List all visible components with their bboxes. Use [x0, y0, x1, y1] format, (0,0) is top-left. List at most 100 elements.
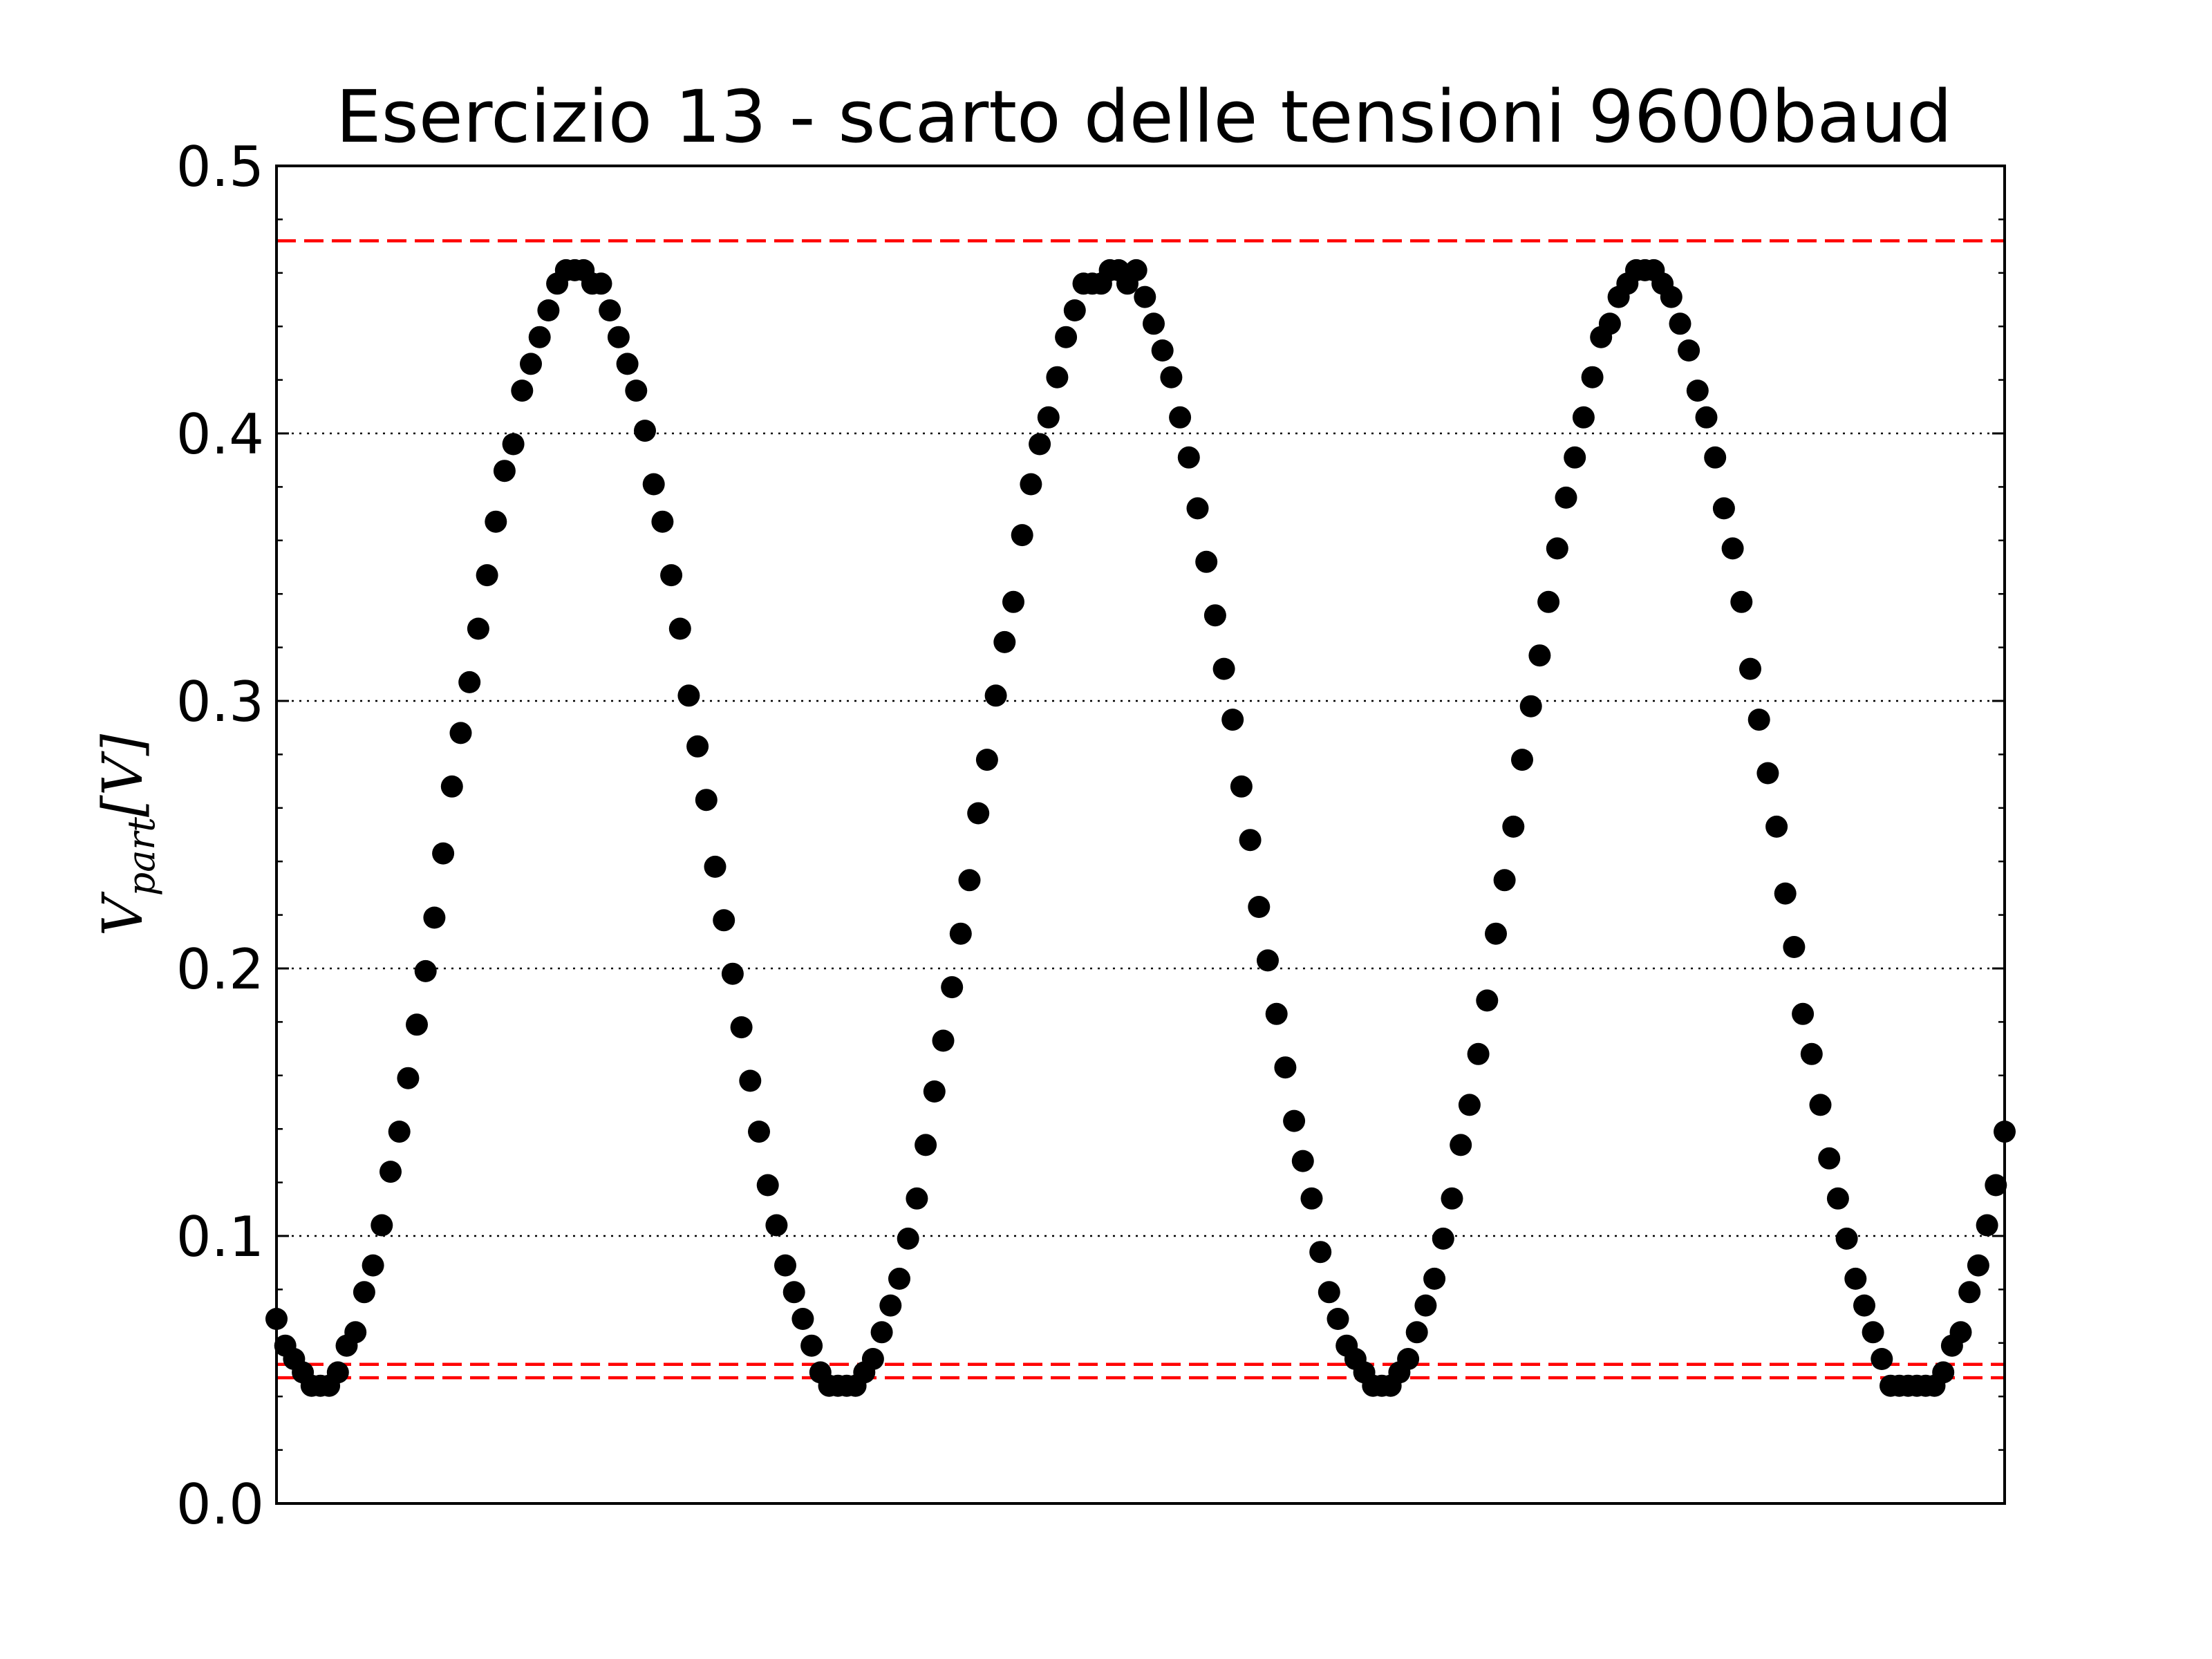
- data-point: [713, 909, 735, 932]
- data-point: [861, 1348, 884, 1370]
- data-point: [1230, 775, 1253, 798]
- data-point: [1177, 446, 1200, 469]
- data-point: [923, 1080, 946, 1103]
- data-point: [1555, 486, 1577, 509]
- data-point: [1318, 1281, 1340, 1304]
- data-point: [984, 684, 1007, 707]
- data-point: [1011, 524, 1033, 547]
- data-point: [765, 1214, 788, 1237]
- data-point: [1546, 537, 1568, 560]
- data-point: [1476, 989, 1499, 1012]
- data-point: [1327, 1308, 1349, 1330]
- data-point: [1485, 922, 1507, 945]
- y-axis-label: Vpart[V]: [91, 733, 163, 936]
- data-point: [1309, 1241, 1332, 1264]
- data-point: [1871, 1348, 1893, 1370]
- data-point: [1063, 299, 1086, 321]
- data-point: [1765, 815, 1788, 838]
- data-point: [1967, 1254, 1989, 1277]
- data-point: [1932, 1361, 1955, 1384]
- data-point: [748, 1121, 770, 1143]
- data-point: [870, 1321, 893, 1344]
- data-point: [1274, 1056, 1297, 1079]
- data-point: [1678, 339, 1700, 362]
- data-point: [1704, 446, 1727, 469]
- y-tick-label: 0.1: [176, 1205, 264, 1269]
- data-point: [590, 272, 612, 295]
- data-point: [1283, 1109, 1306, 1132]
- data-point: [1695, 406, 1718, 429]
- data-point: [1537, 590, 1560, 613]
- data-point: [1528, 644, 1551, 667]
- data-point: [651, 510, 674, 533]
- data-point: [879, 1294, 902, 1317]
- data-point: [1414, 1294, 1437, 1317]
- data-point: [967, 802, 990, 825]
- data-point: [660, 564, 683, 587]
- data-point: [1809, 1094, 1832, 1116]
- data-point: [599, 299, 621, 321]
- data-point: [975, 749, 998, 771]
- data-point: [476, 564, 498, 587]
- data-point: [493, 460, 516, 482]
- data-point: [440, 775, 463, 798]
- data-point: [958, 869, 981, 892]
- data-point: [1686, 379, 1709, 402]
- data-point: [1511, 749, 1533, 771]
- data-point: [1756, 762, 1779, 785]
- data-point: [1502, 815, 1525, 838]
- data-point: [695, 789, 718, 812]
- data-point: [388, 1121, 411, 1143]
- data-point: [721, 962, 744, 985]
- data-point: [528, 326, 551, 348]
- data-point: [1432, 1227, 1454, 1250]
- data-point: [800, 1334, 823, 1357]
- data-point: [932, 1029, 955, 1052]
- data-point: [625, 379, 648, 402]
- data-point: [1221, 709, 1244, 731]
- data-point: [677, 684, 700, 707]
- data-point: [353, 1281, 375, 1304]
- data-point: [1976, 1214, 1998, 1237]
- data-point: [616, 353, 639, 375]
- data-point: [1265, 1002, 1288, 1025]
- data-point: [406, 1013, 428, 1036]
- data-point: [1212, 657, 1235, 680]
- data-point: [1020, 473, 1042, 496]
- data-point: [1450, 1134, 1472, 1156]
- data-point: [1985, 1174, 2007, 1197]
- y-axis-label-symbol: V: [91, 891, 155, 936]
- data-point: [1826, 1187, 1849, 1210]
- data-point: [607, 326, 630, 348]
- data-point: [634, 420, 656, 442]
- data-point: [414, 959, 437, 982]
- data-point: [1441, 1187, 1463, 1210]
- data-point: [1291, 1150, 1314, 1172]
- data-point: [1046, 366, 1069, 388]
- data-point: [520, 353, 542, 375]
- data-points: [265, 259, 2016, 1397]
- data-point: [1572, 406, 1595, 429]
- data-point: [1818, 1147, 1841, 1170]
- data-point: [1739, 657, 1761, 680]
- data-point: [1949, 1321, 1972, 1344]
- data-point: [1458, 1094, 1481, 1116]
- data-point: [1037, 406, 1060, 429]
- data-point: [502, 433, 525, 456]
- data-point: [397, 1067, 420, 1089]
- data-point: [1783, 936, 1806, 958]
- data-point: [1774, 882, 1797, 905]
- data-point: [1248, 896, 1271, 918]
- data-point: [1143, 312, 1165, 335]
- data-point: [949, 922, 972, 945]
- data-point: [511, 379, 534, 402]
- data-point: [1160, 366, 1183, 388]
- data-point: [1519, 695, 1542, 718]
- data-point: [1669, 312, 1691, 335]
- data-point: [756, 1174, 779, 1197]
- plot-area-frame: [275, 165, 2006, 1505]
- data-point: [344, 1321, 367, 1344]
- data-point: [915, 1134, 937, 1156]
